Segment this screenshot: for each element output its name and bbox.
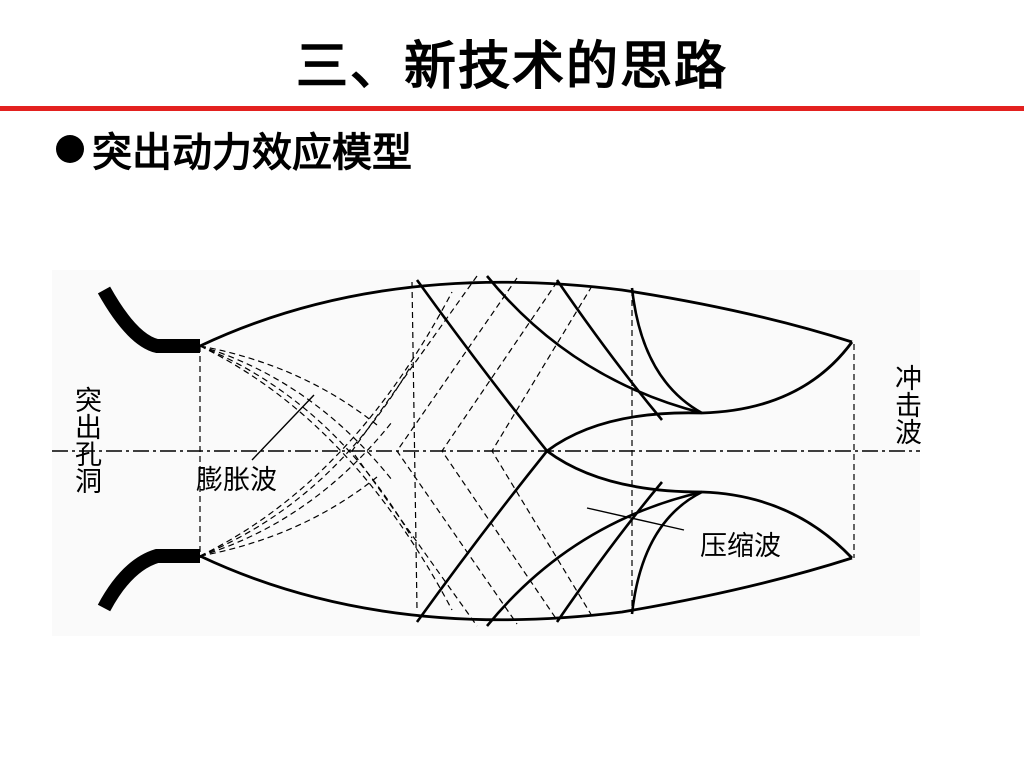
shock-lower-curve xyxy=(701,490,854,559)
shock-wave-label: 冲击波 xyxy=(890,364,921,445)
expansion-leader-line xyxy=(251,394,315,461)
compression-wave-4 xyxy=(630,287,703,415)
reflected-wave-5 xyxy=(491,285,593,617)
mach-disk-lower xyxy=(546,449,703,494)
reflected-wave-4 xyxy=(441,281,558,621)
compression-leader-line xyxy=(586,507,685,531)
title-divider xyxy=(0,106,1024,111)
mach-disk-upper xyxy=(546,411,703,453)
bullet-text: 突出动力效应模型 xyxy=(92,129,412,176)
expansion-fan-upper-3 xyxy=(199,345,413,539)
dynamic-effect-diagram xyxy=(52,270,920,636)
compression-wave-4b xyxy=(630,490,703,615)
expansion-wave-label: 膨胀波 xyxy=(196,465,277,496)
compression-wave-1 xyxy=(415,279,549,623)
jet-upper-boundary xyxy=(199,280,853,348)
expansion-fan-upper-4 xyxy=(199,345,453,611)
compression-wave-label: 压缩波 xyxy=(700,531,781,562)
reflected-wave-2 xyxy=(351,275,478,627)
bullet-dot-icon xyxy=(56,135,84,163)
compression-wave-3 xyxy=(555,279,663,421)
jet-lower-boundary xyxy=(199,554,853,622)
reflected-wave-3 xyxy=(396,277,518,625)
expansion-fan-lower-1 xyxy=(199,476,378,557)
bullet-item: 突出动力效应模型 xyxy=(56,124,412,176)
expansion-fan-lower-4 xyxy=(199,291,453,557)
expansion-fan-lower-3 xyxy=(199,363,413,557)
compression-wave-2b xyxy=(485,490,703,627)
reflected-wave-1 xyxy=(411,281,418,611)
outburst-cavity-label: 突出孔洞 xyxy=(70,386,101,494)
nozzle-lower-wall xyxy=(97,549,200,612)
compression-wave-3b xyxy=(555,481,663,623)
nozzle-upper-wall xyxy=(97,286,200,353)
expansion-fan-upper-1 xyxy=(199,345,378,426)
slide-title: 三、新技术的思路 xyxy=(295,36,728,97)
shock-upper-curve xyxy=(701,341,854,415)
compression-wave-2 xyxy=(485,275,703,415)
